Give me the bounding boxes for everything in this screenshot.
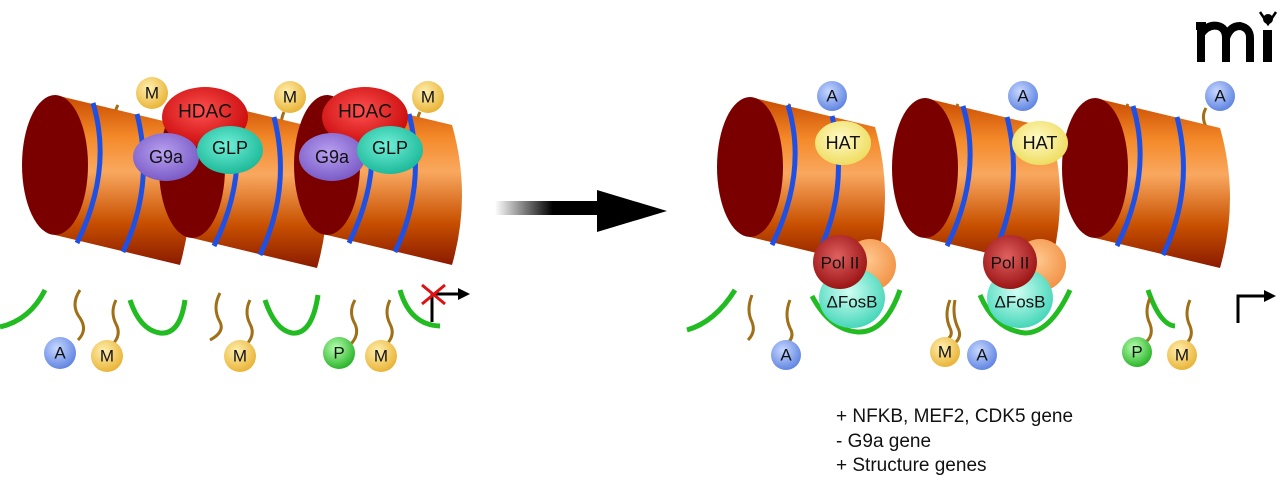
- methyl-mark: M: [1167, 340, 1197, 370]
- hat-enzyme: HAT: [815, 121, 871, 165]
- svg-text:A: A: [54, 344, 66, 363]
- hat-enzyme: HAT: [1012, 121, 1068, 165]
- histone-tail: [945, 299, 953, 342]
- histone-tail: [348, 299, 359, 347]
- svg-text:M: M: [233, 347, 247, 366]
- histone-tail: [952, 299, 962, 344]
- svg-text:M: M: [374, 347, 388, 366]
- glp-label: GLP: [212, 138, 248, 158]
- fosb-label: ΔFosB: [826, 293, 877, 312]
- gene-effect-item: + NFKB, MEF2, CDK5 gene: [836, 406, 1074, 427]
- histone-tail: [746, 294, 755, 342]
- methyl-mark: M: [91, 340, 123, 372]
- active-promoter-icon: [1236, 290, 1276, 323]
- histone-tail: [1184, 299, 1193, 346]
- acetyl-mark: A: [817, 81, 847, 111]
- methyl-mark: M: [365, 340, 397, 372]
- g9a-enzyme: [299, 133, 365, 181]
- histone-tail: [110, 299, 120, 347]
- transition-arrow-icon: [495, 190, 667, 232]
- svg-text:A: A: [826, 87, 838, 106]
- g9a-label: G9a: [149, 147, 184, 167]
- gene-effect-item: - G9a gene: [836, 430, 932, 452]
- svg-text:HAT: HAT: [1023, 133, 1058, 153]
- svg-text:HAT: HAT: [826, 133, 861, 153]
- pol2-label: Pol II: [821, 254, 860, 273]
- svg-text:M: M: [938, 343, 952, 362]
- pol2-label: Pol II: [991, 254, 1030, 273]
- glp-enzyme: [357, 126, 423, 174]
- left-panel-repressed: HDAC G9a GLP HDAC G9a GLP M M M A M M P …: [0, 77, 470, 372]
- methyl-mark: M: [930, 337, 960, 367]
- svg-text:A: A: [1214, 87, 1226, 106]
- transcription-complex: ΔFosB Pol II: [813, 235, 896, 328]
- pol2-enzyme: [813, 235, 867, 289]
- svg-text:A: A: [976, 346, 988, 365]
- acetyl-mark: A: [1008, 81, 1038, 111]
- acetyl-mark: A: [967, 340, 997, 370]
- dna-linker: [686, 288, 1176, 336]
- repressor-complex: HDAC G9a GLP: [299, 87, 423, 181]
- svg-text:M: M: [145, 84, 159, 103]
- dna-linker: [0, 288, 441, 336]
- phospho-mark: P: [1122, 337, 1152, 367]
- hdac-label: HDAC: [338, 102, 392, 123]
- svg-text:A: A: [780, 346, 792, 365]
- svg-text:M: M: [421, 88, 435, 107]
- g9a-enzyme: [133, 133, 199, 181]
- histone-tail: [783, 299, 794, 348]
- right-panel-active: HAT HAT A A A ΔFosB Pol II ΔFosB Pol II …: [686, 81, 1276, 370]
- histone-tail: [244, 299, 254, 347]
- svg-text:P: P: [333, 344, 344, 363]
- svg-text:P: P: [1131, 343, 1142, 362]
- fosb-label: ΔFosB: [994, 293, 1045, 312]
- acetyl-mark: A: [44, 337, 76, 369]
- gene-effects-list: + NFKB, MEF2, CDK5 gene - G9a gene + Str…: [836, 405, 1073, 479]
- hdac-label: HDAC: [178, 102, 232, 123]
- svg-text:M: M: [1175, 346, 1189, 365]
- blocked-promoter-icon: [421, 283, 470, 322]
- histone-tail: [1144, 297, 1153, 344]
- publisher-logo: [1196, 11, 1278, 62]
- methyl-mark: M: [136, 77, 168, 109]
- glp-enzyme: [197, 126, 263, 174]
- pol2-enzyme: [983, 235, 1037, 289]
- svg-text:M: M: [283, 88, 297, 107]
- glp-label: GLP: [372, 138, 408, 158]
- gene-effect-item: + Structure genes: [836, 455, 987, 476]
- methyl-mark: M: [224, 340, 256, 372]
- transcription-complex: ΔFosB Pol II: [983, 235, 1066, 328]
- histone-tail: [384, 299, 394, 347]
- methyl-mark: M: [274, 81, 306, 113]
- acetyl-mark: A: [771, 340, 801, 370]
- acetyl-mark: A: [1205, 81, 1235, 111]
- histone-tail: [73, 289, 85, 342]
- histone-tail: [209, 292, 223, 342]
- phospho-mark: P: [323, 337, 355, 369]
- g9a-label: G9a: [315, 147, 350, 167]
- svg-text:A: A: [1017, 87, 1029, 106]
- repressor-complex: HDAC G9a GLP: [133, 87, 263, 181]
- methyl-mark: M: [412, 81, 444, 113]
- svg-text:M: M: [100, 347, 114, 366]
